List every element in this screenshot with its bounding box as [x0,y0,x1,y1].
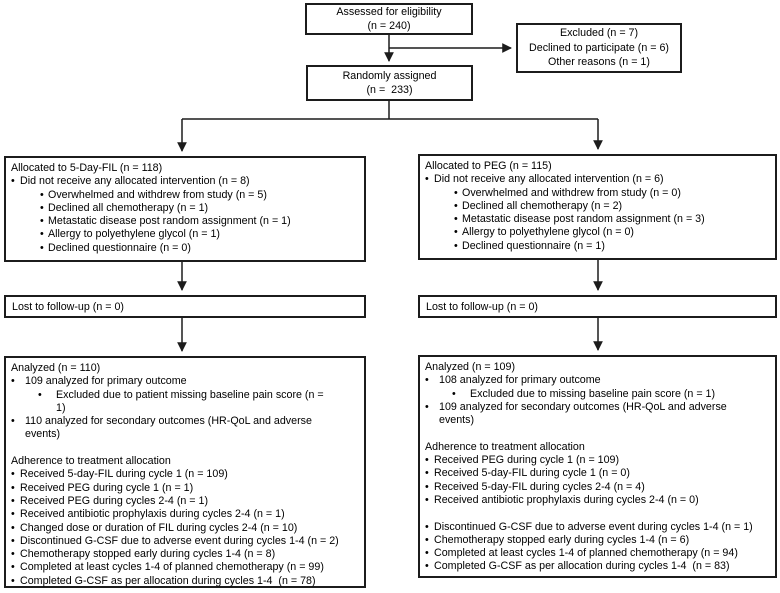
box-allocated-peg: Allocated to PEG (n = 115) Did not recei… [418,154,777,260]
lost-followup-text: Lost to follow-up (n = 0) [426,300,538,313]
list-item: Did not receive any allocated interventi… [11,175,363,188]
list-item-continuation: 1) [56,401,66,414]
list-item: Received antibiotic prophylaxis during c… [425,494,774,507]
adherence-title: Adherence to treatment allocation [11,455,171,468]
randomized-count: (n = 233) [366,84,413,96]
list-item: Declined questionnaire (n = 0) [11,242,363,255]
list-item: Received PEG during cycles 2-4 (n = 1) [11,495,363,508]
list-item: Declined all chemotherapy (n = 1) [11,202,363,215]
allocated-fil-title: Allocated to 5-Day-FIL (n = 118) [11,162,163,174]
list-item: Received PEG during cycle 1 (n = 109) [425,454,774,467]
list-item: Changed dose or duration of FIL during c… [11,522,363,535]
list-item-continuation: events) [25,428,61,441]
box-allocated-fil: Allocated to 5-Day-FIL (n = 118) Did not… [4,156,366,262]
list-item: Completed G-CSF as per allocation during… [425,560,774,573]
list-item: Received 5-day-FIL during cycle 1 (n = 1… [11,468,363,481]
list-item: Allergy to polyethylene glycol (n = 1) [11,228,363,241]
allocated-peg-title: Allocated to PEG (n = 115) [425,160,552,172]
box-analyzed-fil: Analyzed (n = 110) 109 analyzed for prim… [4,356,366,588]
list-item: Received 5-day-FIL during cycles 2-4 (n … [425,481,774,494]
excluded-declined-line: Declined to participate (n = 6) [529,41,669,54]
list-item: Received 5-day-FIL during cycle 1 (n = 0… [425,467,774,480]
box-analyzed-peg: Analyzed (n = 109) 108 analyzed for prim… [418,355,777,578]
list-item: Declined questionnaire (n = 1) [425,240,774,253]
list-item: Metastatic disease post random assignmen… [425,213,774,226]
list-item-continuation: events) [439,414,475,427]
excluded-line: Excluded (n = 7) [559,27,639,40]
list-item: Did not receive any allocated interventi… [425,173,774,186]
spacer [425,507,774,520]
box-randomized: Randomly assigned (n = 233) [306,65,473,101]
list-item: Chemotherapy stopped early during cycles… [425,534,774,547]
list-item: Completed at least cycles 1-4 of planned… [11,561,363,574]
box-assessed-eligibility: Assessed for eligibility (n = 240) [305,3,473,35]
list-item: Chemotherapy stopped early during cycles… [11,548,363,561]
assessed-count: (n = 240) [367,20,411,32]
list-item: Completed at least cycles 1-4 of planned… [425,547,774,560]
spacer [425,427,774,440]
list-item: 108 analyzed for primary outcome [425,374,774,387]
adherence-title: Adherence to treatment allocation [425,440,585,453]
analyzed-peg-title: Analyzed (n = 109) [425,361,516,373]
box-lost-followup-peg: Lost to follow-up (n = 0) [418,295,777,318]
lost-followup-text: Lost to follow-up (n = 0) [12,300,124,313]
excluded-other-line: Other reasons (n = 1) [548,56,650,69]
list-item: Declined all chemotherapy (n = 2) [425,200,774,213]
spacer [11,442,363,455]
list-item: Completed G-CSF as per allocation during… [11,575,363,588]
list-item: Received antibiotic prophylaxis during c… [11,508,363,521]
list-item: Overwhelmed and withdrew from study (n =… [11,189,363,202]
list-item: Metastatic disease post random assignmen… [11,215,363,228]
list-item: Discontinued G-CSF due to adverse event … [425,521,774,534]
list-item: Allergy to polyethylene glycol (n = 0) [425,226,774,239]
randomized-line: Randomly assigned [342,69,437,82]
list-item: Excluded due to missing baseline pain sc… [425,388,774,401]
analyzed-fil-title: Analyzed (n = 110) [11,362,101,374]
list-item: 110 analyzed for secondary outcomes (HR-… [11,415,363,428]
list-item: Overwhelmed and withdrew from study (n =… [425,187,774,200]
list-item: Discontinued G-CSF due to adverse event … [11,535,363,548]
box-lost-followup-fil: Lost to follow-up (n = 0) [4,295,366,318]
list-item: 109 analyzed for secondary outcomes (HR-… [425,401,774,414]
list-item: 109 analyzed for primary outcome [11,375,363,388]
box-excluded: Excluded (n = 7) Declined to participate… [516,23,682,73]
assessed-line: Assessed for eligibility [336,5,442,18]
list-item: Received PEG during cycle 1 (n = 1) [11,482,363,495]
list-item: Excluded due to patient missing baseline… [11,389,363,402]
